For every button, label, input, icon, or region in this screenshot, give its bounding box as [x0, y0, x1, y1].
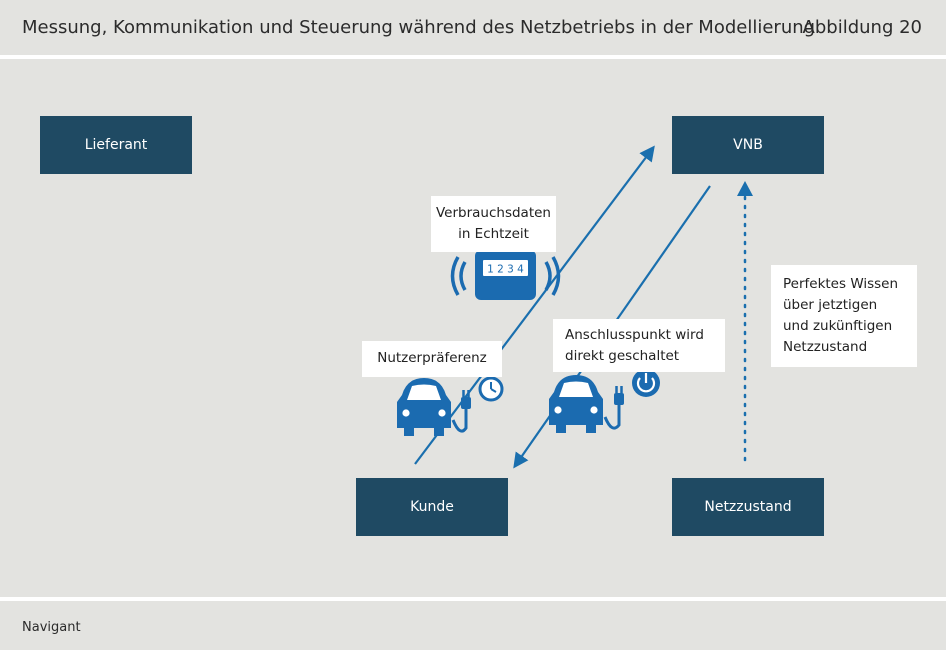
node-netzzustand: Netzzustand: [672, 478, 824, 536]
node-kunde: Kunde: [356, 478, 508, 536]
node-kunde-label: Kunde: [410, 499, 454, 515]
meter-digits: 1 2 3 4: [487, 264, 524, 276]
label-wissen-line4: Netzzustand: [783, 339, 868, 355]
label-anschlusspunkt: Anschlusspunkt wird direkt geschaltet: [553, 319, 725, 372]
label-verbrauchsdaten: Verbrauchsdaten in Echtzeit: [431, 196, 556, 252]
figure-header: Messung, Kommunikation und Steuerung wäh…: [0, 0, 946, 55]
node-lieferant: Lieferant: [40, 116, 192, 174]
car-icon-left: [397, 378, 451, 436]
arrow-kunde-to-vnb: [414, 145, 655, 465]
label-nutzerpraeferenz-text: Nutzerpräferenz: [377, 350, 487, 366]
label-verbrauchsdaten-line1: Verbrauchsdaten: [435, 205, 551, 221]
label-anschlusspunkt-line1: Anschlusspunkt wird: [565, 327, 704, 343]
dotted-arrowhead: [737, 181, 753, 196]
node-lieferant-label: Lieferant: [84, 137, 148, 153]
node-vnb-label: VNB: [733, 137, 763, 153]
power-icon: [632, 369, 660, 397]
label-perfektes-wissen: Perfektes Wissen über jetztigen und zukü…: [771, 265, 917, 367]
label-wissen-line3: und zukünftigen: [783, 318, 893, 334]
label-wissen-line1: Perfektes Wissen: [783, 276, 899, 292]
figure-number: Abbildung 20: [802, 17, 922, 38]
label-wissen-line2: über jetztigen: [783, 297, 878, 313]
charging-plug-icon-left: [451, 390, 471, 433]
clock-icon: [478, 376, 504, 402]
label-verbrauchsdaten-line2: in Echtzeit: [458, 226, 529, 242]
node-vnb: VNB: [672, 116, 824, 174]
label-anschlusspunkt-line2: direkt geschaltet: [565, 348, 680, 364]
label-nutzerpraeferenz: Nutzerpräferenz: [362, 341, 502, 377]
car-icon-right: [549, 375, 603, 433]
source-label: Navigant: [22, 620, 81, 635]
smart-meter-icon: 1 2 3 4: [450, 250, 561, 300]
figure-footer: Navigant: [0, 601, 946, 650]
charging-plug-icon-right: [603, 386, 624, 430]
node-netzzustand-label: Netzzustand: [704, 499, 792, 515]
figure-title: Messung, Kommunikation und Steuerung wäh…: [22, 17, 816, 38]
